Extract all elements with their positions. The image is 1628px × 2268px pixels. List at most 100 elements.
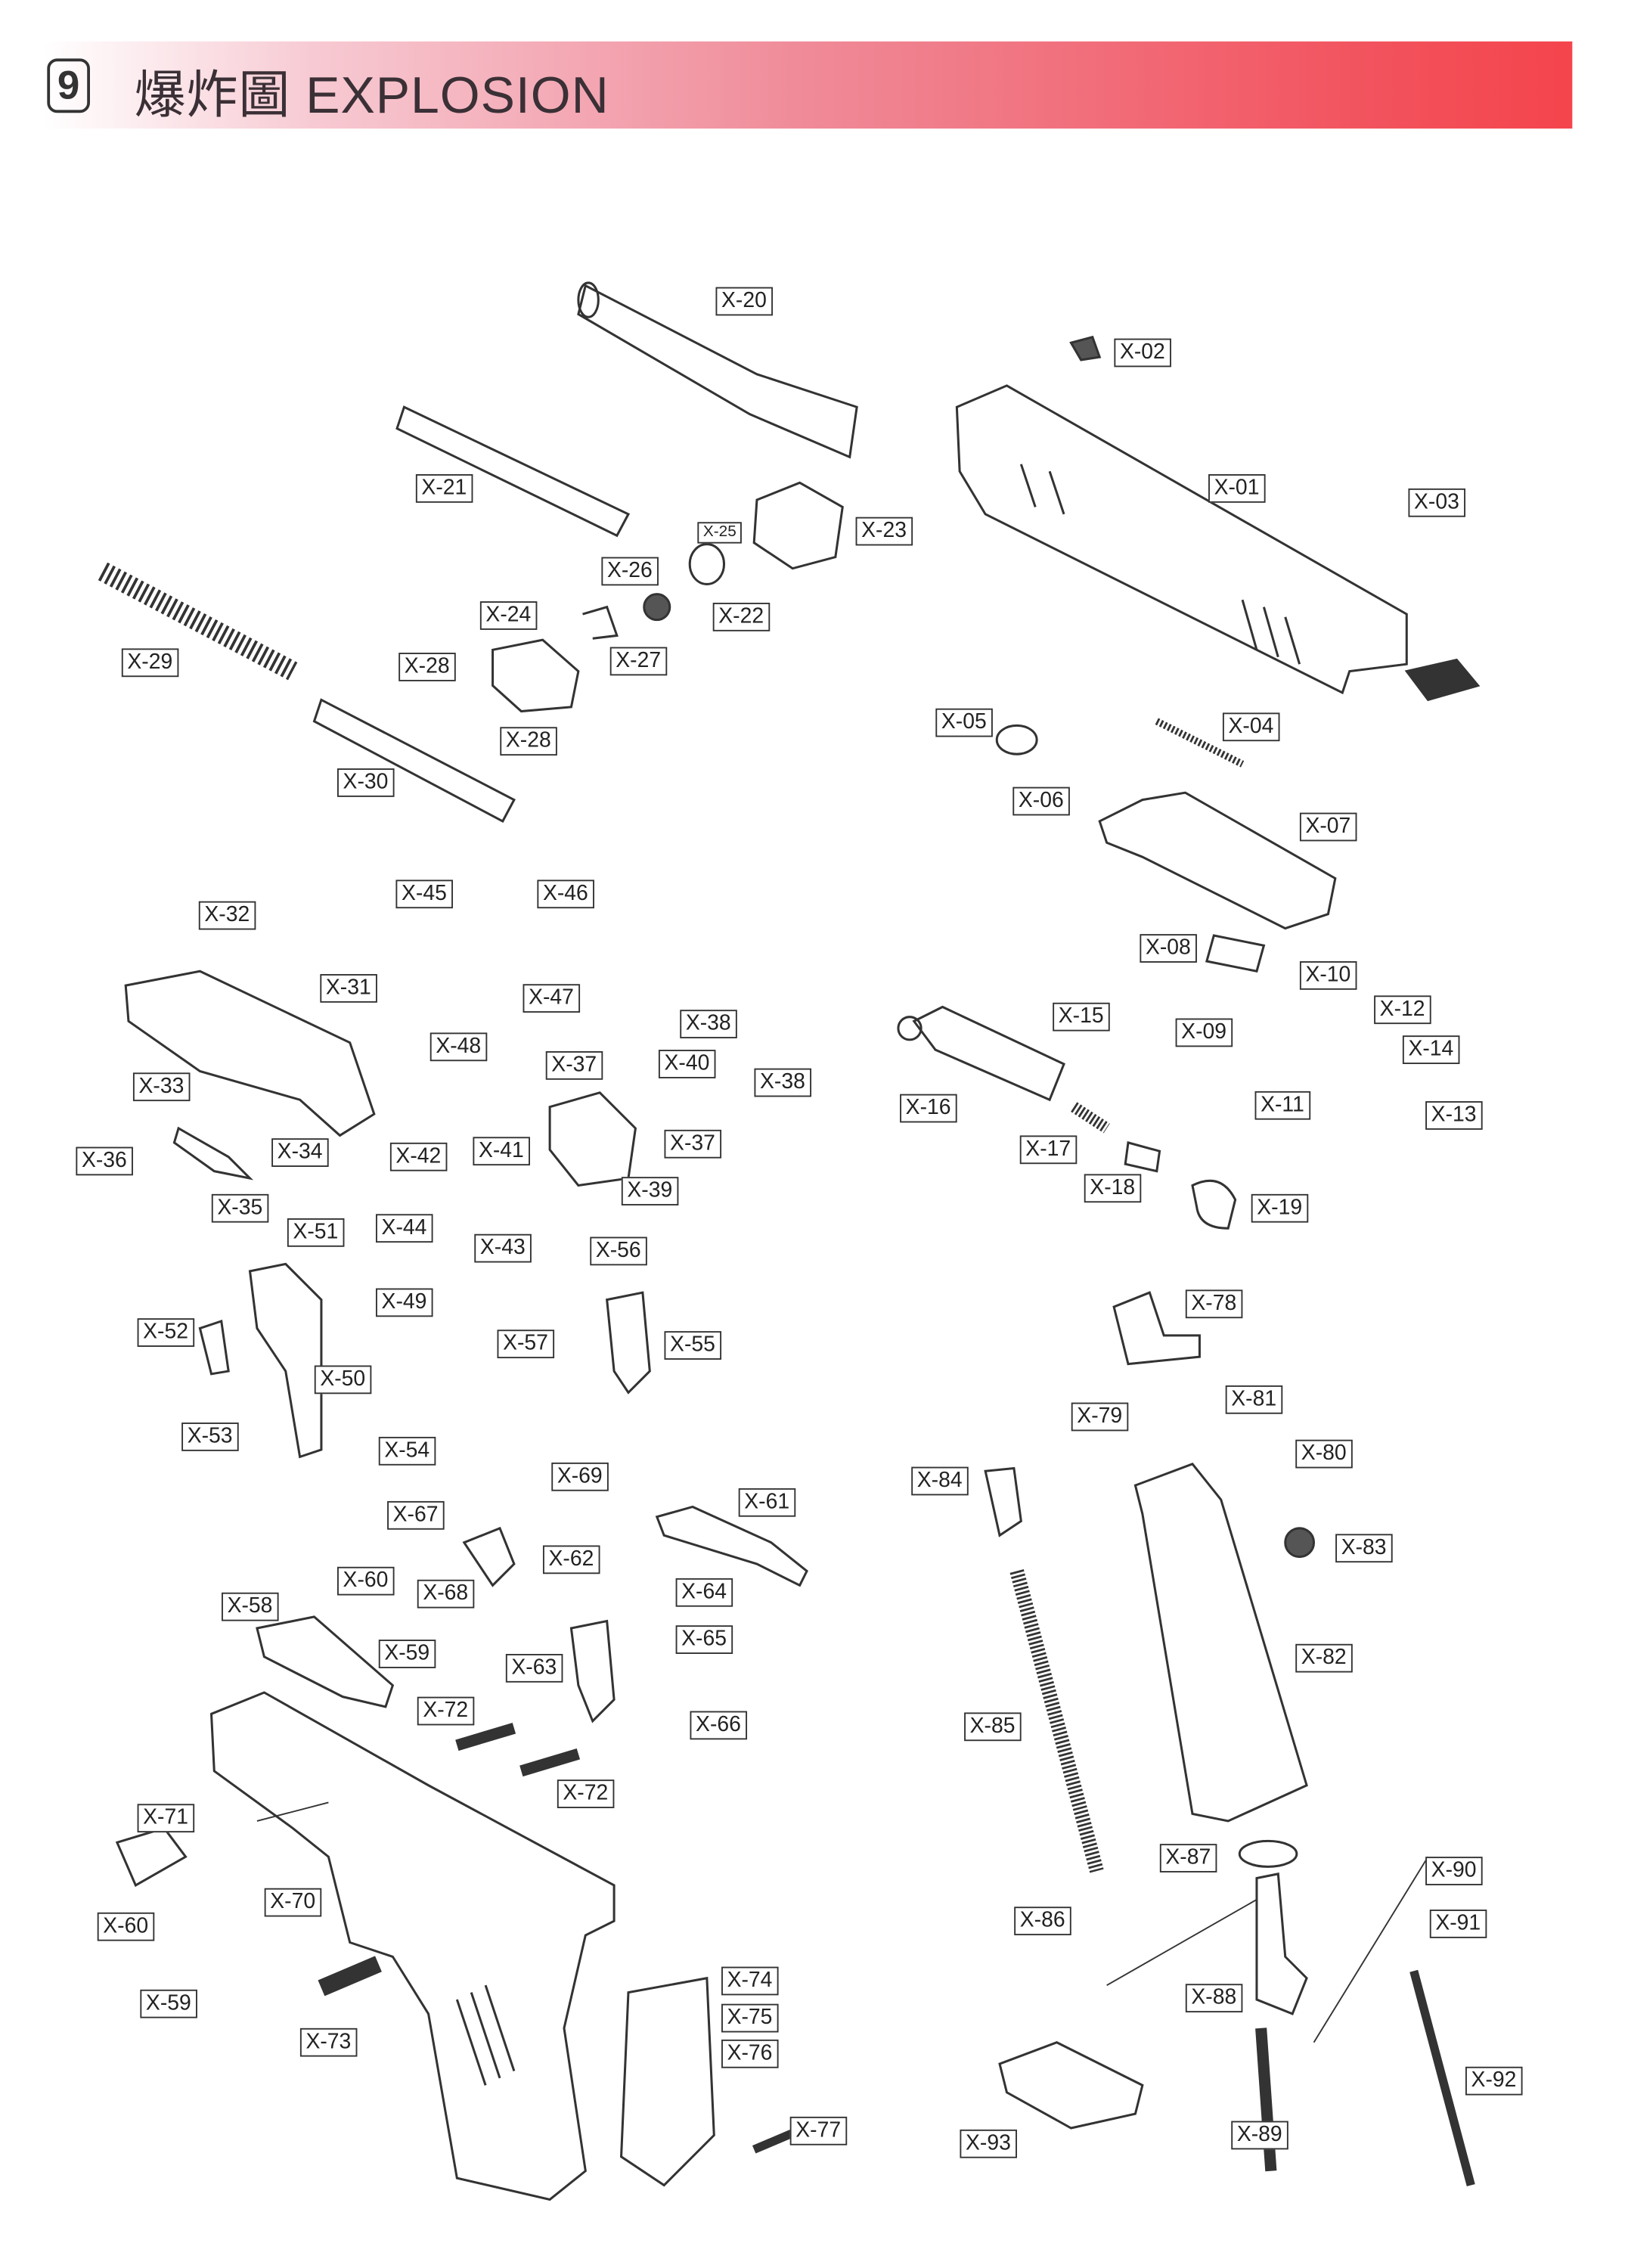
part-label: X-37 [545,1051,603,1080]
part-label: X-85 [964,1712,1022,1742]
part-label: X-04 [1222,712,1279,742]
part-label: X-22 [712,602,770,631]
part-label: X-15 [1053,1002,1110,1032]
rear-sight-part [1404,658,1481,702]
pin-x73-part [318,1956,382,1997]
part-label: X-59 [140,1989,197,2018]
part-label: X-78 [1185,1289,1242,1319]
part-label: X-90 [1425,1857,1483,1885]
part-label: X-17 [1019,1135,1077,1165]
part-label: X-53 [181,1423,239,1451]
part-label: X-60 [337,1566,394,1596]
part-label: X-23 [855,517,913,546]
part-label: X-69 [551,1462,609,1491]
part-label: X-03 [1408,488,1465,517]
part-label: X-48 [429,1032,487,1062]
part-label: X-55 [664,1331,721,1360]
slide-stop-part [462,1526,516,1587]
part-label: X-82 [1295,1643,1353,1673]
part-label: X-19 [1251,1193,1308,1223]
leader-lines [256,1801,1429,2043]
part-label: X-86 [1014,1907,1071,1936]
part-label: X-35 [211,1193,268,1223]
part-label: X-76 [721,2039,778,2068]
magazine-body-part [1133,1463,1308,1823]
trigger-part [606,1291,651,1395]
part-label: X-07 [1299,812,1357,842]
blowback-housing-part [1098,791,1337,930]
part-label: X-71 [137,1804,194,1833]
part-label: X-40 [658,1050,715,1078]
cylinder-part [897,1005,1065,1102]
part-label: X-73 [299,2028,357,2057]
bolt-x92-part [1409,1969,1475,2187]
header-band [42,41,1573,129]
part-label: X-80 [1295,1439,1353,1469]
part-label: X-91 [1429,1910,1487,1938]
part-label: X-62 [542,1545,600,1575]
slide-part [955,384,1408,695]
part-label: X-79 [1071,1402,1128,1432]
part-label: X-93 [960,2129,1017,2158]
part-label: X-54 [378,1436,436,1466]
hopup-part [752,481,844,570]
part-label: X-68 [417,1579,474,1609]
follower-part [1112,1291,1201,1366]
part-label: X-27 [609,647,667,676]
o-ring-part [1238,1839,1298,1868]
part-label: X-50 [314,1365,371,1395]
sear-part [172,1126,254,1181]
hopup-rubber-part [688,543,726,585]
part-label: X-24 [479,601,537,630]
part-label: X-25 [697,522,743,544]
part-label: X-21 [415,474,473,503]
trigger-x63-part [569,1619,616,1723]
part-label: X-08 [1140,934,1197,963]
part-label: X-65 [675,1625,733,1654]
part-label: X-09 [1175,1018,1233,1047]
hammer-housing-part [124,970,376,1137]
nozzle-part [1205,934,1266,973]
part-label: X-05 [935,708,993,737]
hammer-part [548,1091,637,1187]
spring-x04-part [1155,718,1245,768]
section-number: 9 [47,58,90,113]
part-label: X-63 [505,1653,563,1683]
part-label: X-60 [97,1912,154,1941]
part-label: X-74 [721,1966,778,1996]
part-label: X-36 [76,1146,133,1176]
part-label: X-29 [121,648,178,678]
part-label: X-56 [590,1236,647,1266]
part-label: X-45 [395,880,453,909]
part-label: X-18 [1084,1174,1141,1203]
part-label: X-01 [1208,474,1266,503]
part-label: X-89 [1231,2121,1288,2150]
mag-release-part [115,1826,188,1888]
part-label: X-59 [378,1640,436,1668]
part-label: X-12 [1374,995,1431,1025]
follower-x84-part [984,1466,1022,1537]
part-label: X-47 [523,984,580,1013]
front-sight-part [1069,335,1102,361]
clip-part [582,605,619,640]
piston-head-part [1191,1179,1237,1230]
part-label: X-02 [1114,338,1171,368]
frame-part [209,1691,616,2201]
safety-lever-part [198,1319,230,1376]
part-label: X-72 [557,1779,614,1808]
part-label: X-16 [900,1094,957,1123]
part-label: X-14 [1402,1035,1459,1065]
part-label: X-67 [387,1500,445,1530]
part-label: X-49 [375,1288,433,1317]
part-label: X-37 [664,1129,721,1159]
part-label: X-70 [264,1888,321,1917]
part-label: X-64 [675,1578,733,1607]
buffer-part [995,724,1038,755]
ejector-rail-part [655,1505,808,1587]
pin-x72-part [455,1722,581,1777]
part-label: X-44 [375,1214,433,1243]
valve-spring-part [1071,1102,1110,1134]
mag-spring-part [1009,1569,1104,1873]
